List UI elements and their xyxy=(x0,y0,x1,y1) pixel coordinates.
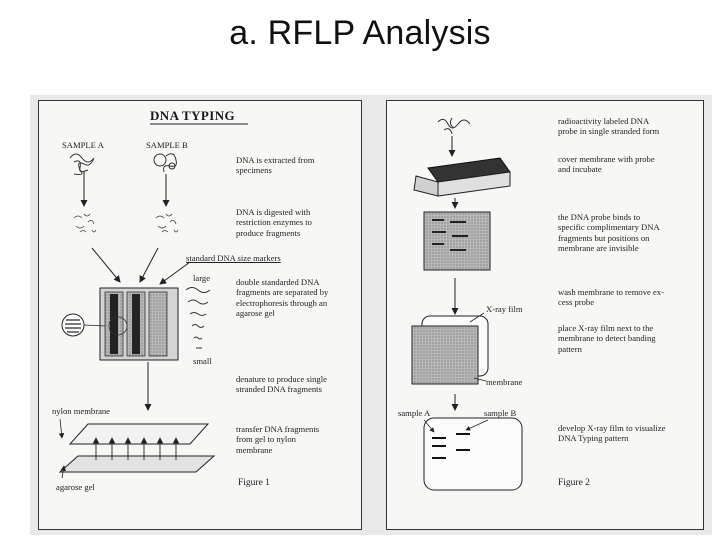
gel-band-b xyxy=(132,294,140,354)
incubation-tray-side xyxy=(437,171,511,197)
agarose-pointer xyxy=(60,465,66,479)
arrow-b-to-gel xyxy=(139,247,159,283)
size-marker-wiggles xyxy=(185,287,211,349)
sample-b-label: SAMPLE B xyxy=(146,140,188,150)
developed-film xyxy=(423,417,523,491)
arrow-a-to-gel xyxy=(91,247,121,283)
large-label: large xyxy=(193,273,211,283)
transfer-arrows xyxy=(92,437,180,460)
sample-a-fragments xyxy=(73,213,97,233)
membrane-pointer xyxy=(473,377,487,382)
nylon-membrane-sheet xyxy=(68,423,210,445)
fig2-step-develop: develop X-ray film to visualize DNA Typi… xyxy=(558,423,666,444)
nylon-pointer xyxy=(58,418,65,439)
xray-film-label: X-ray film xyxy=(486,304,523,314)
nylon-membrane-label: nylon membrane xyxy=(52,406,110,416)
fig2-step-cover: cover membrane with probe and incubate xyxy=(558,154,655,175)
probe-dna-icon xyxy=(437,117,471,135)
fig1-step-digest: DNA is digested with restriction enzymes… xyxy=(236,207,312,238)
sample-b-pointer xyxy=(465,419,489,431)
developed-band-marks xyxy=(432,433,470,459)
xray-pointer xyxy=(469,312,485,323)
fig2-sample-a-label: sample A xyxy=(398,408,431,418)
fig1-step-transfer: transfer DNA fragments from gel to nylon… xyxy=(236,424,320,455)
gel-lane-markers xyxy=(148,291,168,357)
fig2-step-bind: the DNA probe binds to specific complime… xyxy=(558,212,660,254)
membrane-band-marks xyxy=(432,219,468,251)
sample-a-dna-icon xyxy=(69,153,95,175)
agarose-gel-sheet xyxy=(58,455,216,473)
gel-band-a xyxy=(110,294,118,354)
gel-cross-section-icon xyxy=(61,313,106,337)
size-markers-label: standard DNA size markers xyxy=(186,253,281,263)
fig2-step-probe: radioactivity labeled DNA probe in singl… xyxy=(558,116,660,137)
membrane-sheet xyxy=(411,325,479,385)
sample-a-pointer xyxy=(423,419,435,433)
small-label: small xyxy=(193,356,212,366)
figure-2-caption: Figure 2 xyxy=(558,478,590,488)
figure-1-heading: DNA TYPING xyxy=(150,108,236,123)
fig1-step-extract: DNA is extracted from specimens xyxy=(236,155,315,176)
fig1-step-denature: denature to produce single stranded DNA … xyxy=(236,374,327,395)
fig2-step-place-film: place X-ray film next to the membrane to… xyxy=(558,323,656,354)
slide-title: a. RFLP Analysis xyxy=(229,14,491,52)
membrane-label: membrane xyxy=(486,377,523,387)
sample-a-label: SAMPLE A xyxy=(62,140,104,150)
fig2-step-wash: wash membrane to remove ex- cess probe xyxy=(558,287,664,308)
gel-magnifier xyxy=(108,316,128,336)
sample-b-dna-icon xyxy=(153,153,177,173)
fig2-sample-b-label: sample B xyxy=(484,408,517,418)
arrow-markers-to-gel xyxy=(159,261,191,285)
figure-1-caption: Figure 1 xyxy=(238,478,270,488)
fig1-step-electrophoresis: double standarded DNA fragments are sepa… xyxy=(236,277,329,319)
sample-b-fragments xyxy=(155,213,179,233)
agarose-gel-label: agarose gel xyxy=(56,482,95,492)
